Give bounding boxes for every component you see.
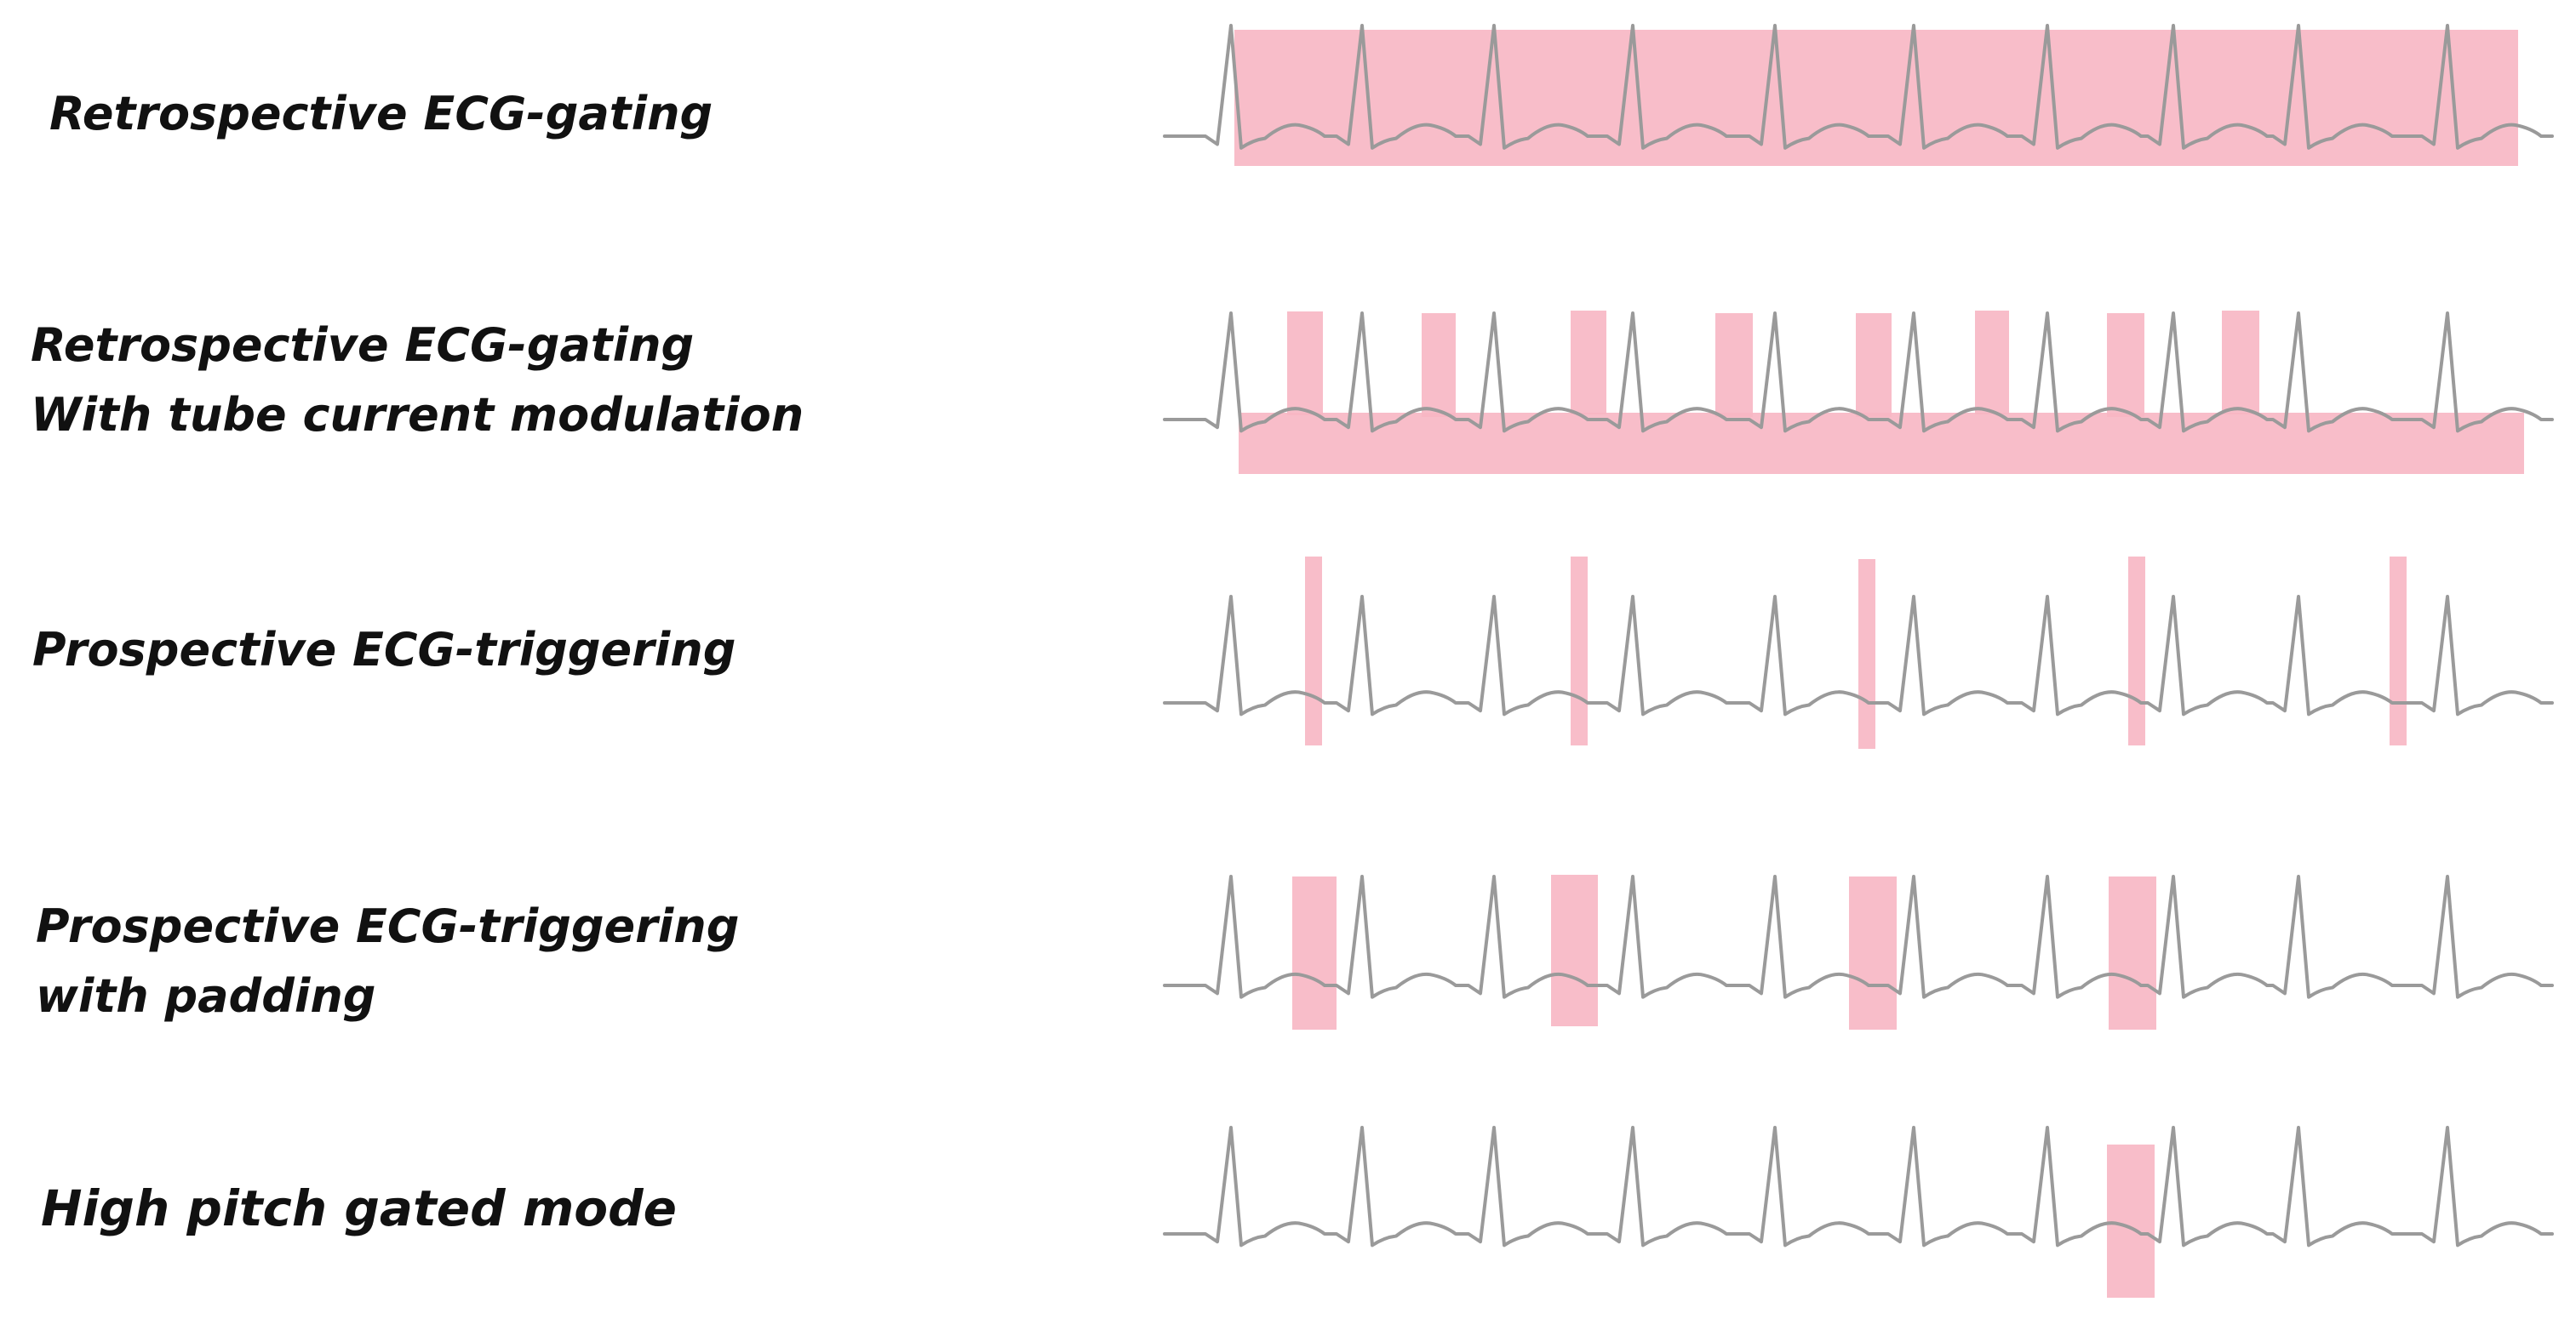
- exposure-window: [1234, 30, 2518, 166]
- label-retrospective-gating-tcm: Retrospective ECG-gating With tube curre…: [31, 311, 804, 450]
- ecg-trace: [1163, 24, 2554, 150]
- exposure-low-dose-band: [1239, 413, 2524, 474]
- label-line: Prospective ECG-triggering: [36, 899, 740, 953]
- exposure-window: [2128, 557, 2145, 745]
- exposure-window: [1551, 875, 1598, 1026]
- exposure-window: [1287, 311, 1323, 415]
- exposure-window: [1571, 557, 1588, 745]
- exposure-window: [1975, 311, 2009, 414]
- ecg-trace: [1163, 875, 2554, 999]
- label-line: Retrospective ECG-gating: [31, 318, 695, 372]
- ecg-trace: [1163, 311, 2554, 433]
- exposure-window: [1856, 313, 1892, 417]
- exposure-window: [1292, 876, 1337, 1030]
- label-high-pitch: High pitch gated mode: [41, 1173, 677, 1243]
- label-prospective-triggering: Prospective ECG-triggering: [32, 615, 736, 685]
- exposure-window: [1305, 557, 1322, 745]
- label-prospective-triggering-padding: Prospective ECG-triggering with padding: [36, 892, 739, 1031]
- label-line: with padding: [36, 969, 376, 1023]
- exposure-window: [1571, 311, 1606, 414]
- exposure-window: [2107, 313, 2144, 417]
- exposure-window: [1422, 313, 1456, 417]
- label-line: Prospective ECG-triggering: [32, 623, 736, 677]
- exposure-window: [2109, 876, 2156, 1030]
- exposure-window: [2390, 557, 2407, 745]
- label-line: With tube current modulation: [31, 388, 804, 442]
- label-line: Retrospective ECG-gating: [49, 87, 713, 140]
- ecg-trace: [1163, 1126, 2554, 1248]
- exposure-window: [1858, 559, 1875, 749]
- exposure-window: [2107, 1145, 2155, 1298]
- ecg-trace: [1163, 595, 2554, 717]
- exposure-window: [1849, 876, 1897, 1030]
- label-line: High pitch gated mode: [41, 1179, 677, 1237]
- exposure-window: [1715, 313, 1753, 417]
- label-retrospective-gating: Retrospective ECG-gating: [49, 79, 713, 149]
- exposure-window: [2222, 311, 2259, 414]
